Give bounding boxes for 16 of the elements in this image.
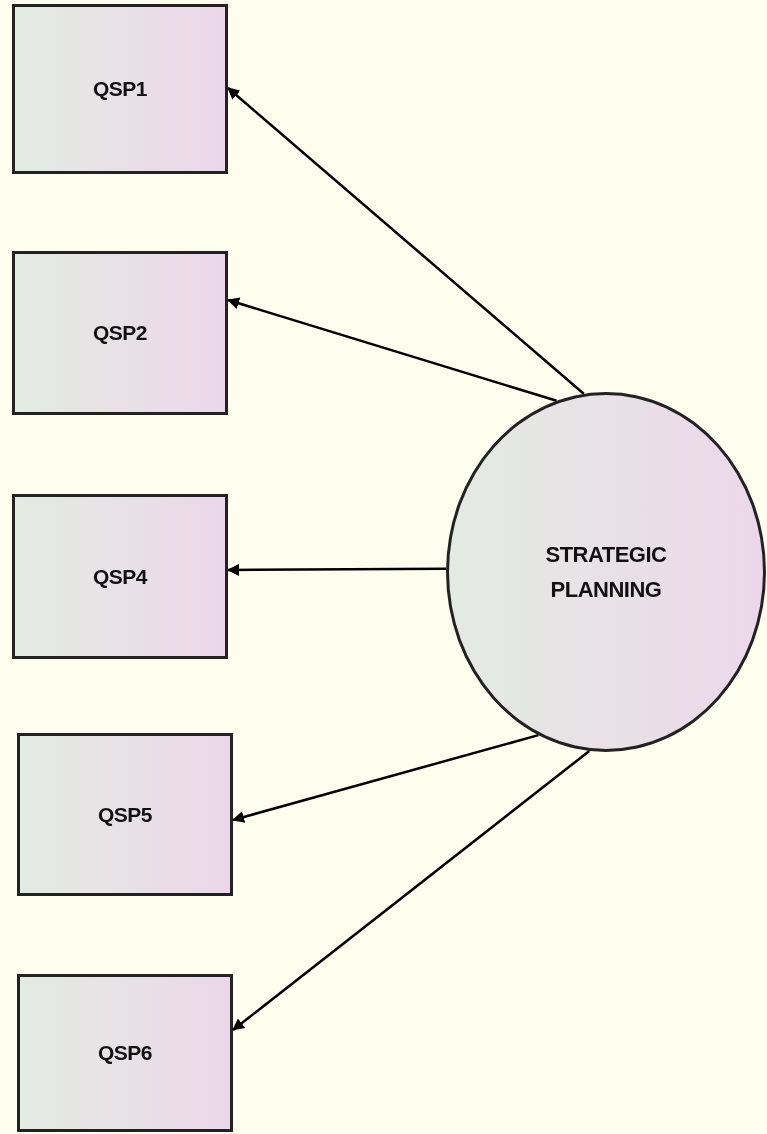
node-label: STRATEGIC PLANNING bbox=[544, 540, 668, 604]
arrow bbox=[227, 563, 447, 576]
arrow bbox=[227, 297, 557, 402]
arrow bbox=[232, 750, 591, 1031]
indicator-box bbox=[17, 974, 233, 1132]
node-label: QSP4 bbox=[93, 563, 147, 590]
arrow bbox=[232, 733, 539, 823]
indicator-box bbox=[17, 733, 233, 896]
node-label: QSP2 bbox=[93, 320, 147, 347]
node-label: QSP6 bbox=[98, 1040, 152, 1067]
node-label: QSP5 bbox=[98, 801, 152, 828]
arrow bbox=[227, 87, 585, 395]
indicator-box bbox=[12, 251, 228, 415]
node-label: QSP1 bbox=[93, 76, 147, 103]
indicator-box bbox=[12, 4, 228, 174]
indicator-box bbox=[12, 494, 228, 659]
